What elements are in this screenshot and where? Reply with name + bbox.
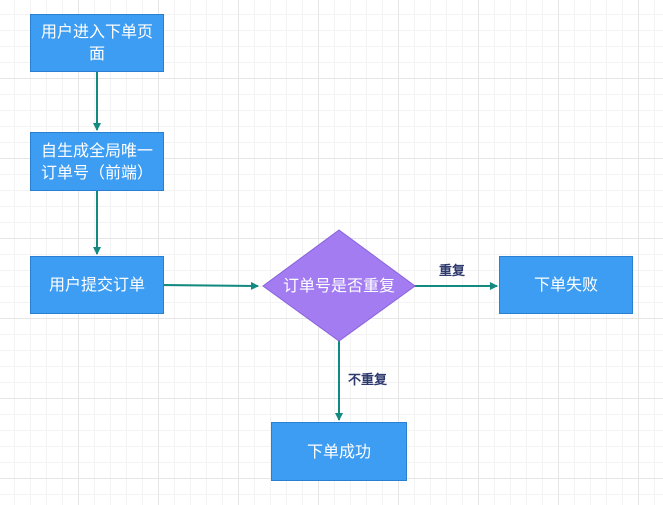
edge-label-not-duplicate: 不重复 — [348, 373, 388, 388]
node-submit-order: 用户提交订单 — [30, 256, 164, 314]
arrow-submit-to-decision — [163, 281, 259, 290]
node-submit-order-label: 用户提交订单 — [48, 275, 145, 294]
node-generate-order-number: 自生成全局唯一订单号（前端） — [30, 132, 164, 191]
node-generate-order-number-label: 自生成全局唯一订单号（前端） — [40, 140, 153, 182]
decision-diamond — [262, 229, 416, 342]
node-enter-order-page-label: 用户进入下单页面 — [40, 22, 153, 63]
decision-label: 订单号是否重复 — [282, 276, 395, 295]
node-order-fail: 下单失败 — [499, 256, 633, 314]
node-order-success-label: 下单成功 — [306, 441, 371, 461]
edge-label-duplicate: 重复 — [439, 264, 466, 279]
node-order-success: 下单成功 — [271, 422, 407, 481]
node-enter-order-page: 用户进入下单页面 — [30, 14, 164, 72]
node-order-fail-label: 下单失败 — [533, 275, 598, 294]
